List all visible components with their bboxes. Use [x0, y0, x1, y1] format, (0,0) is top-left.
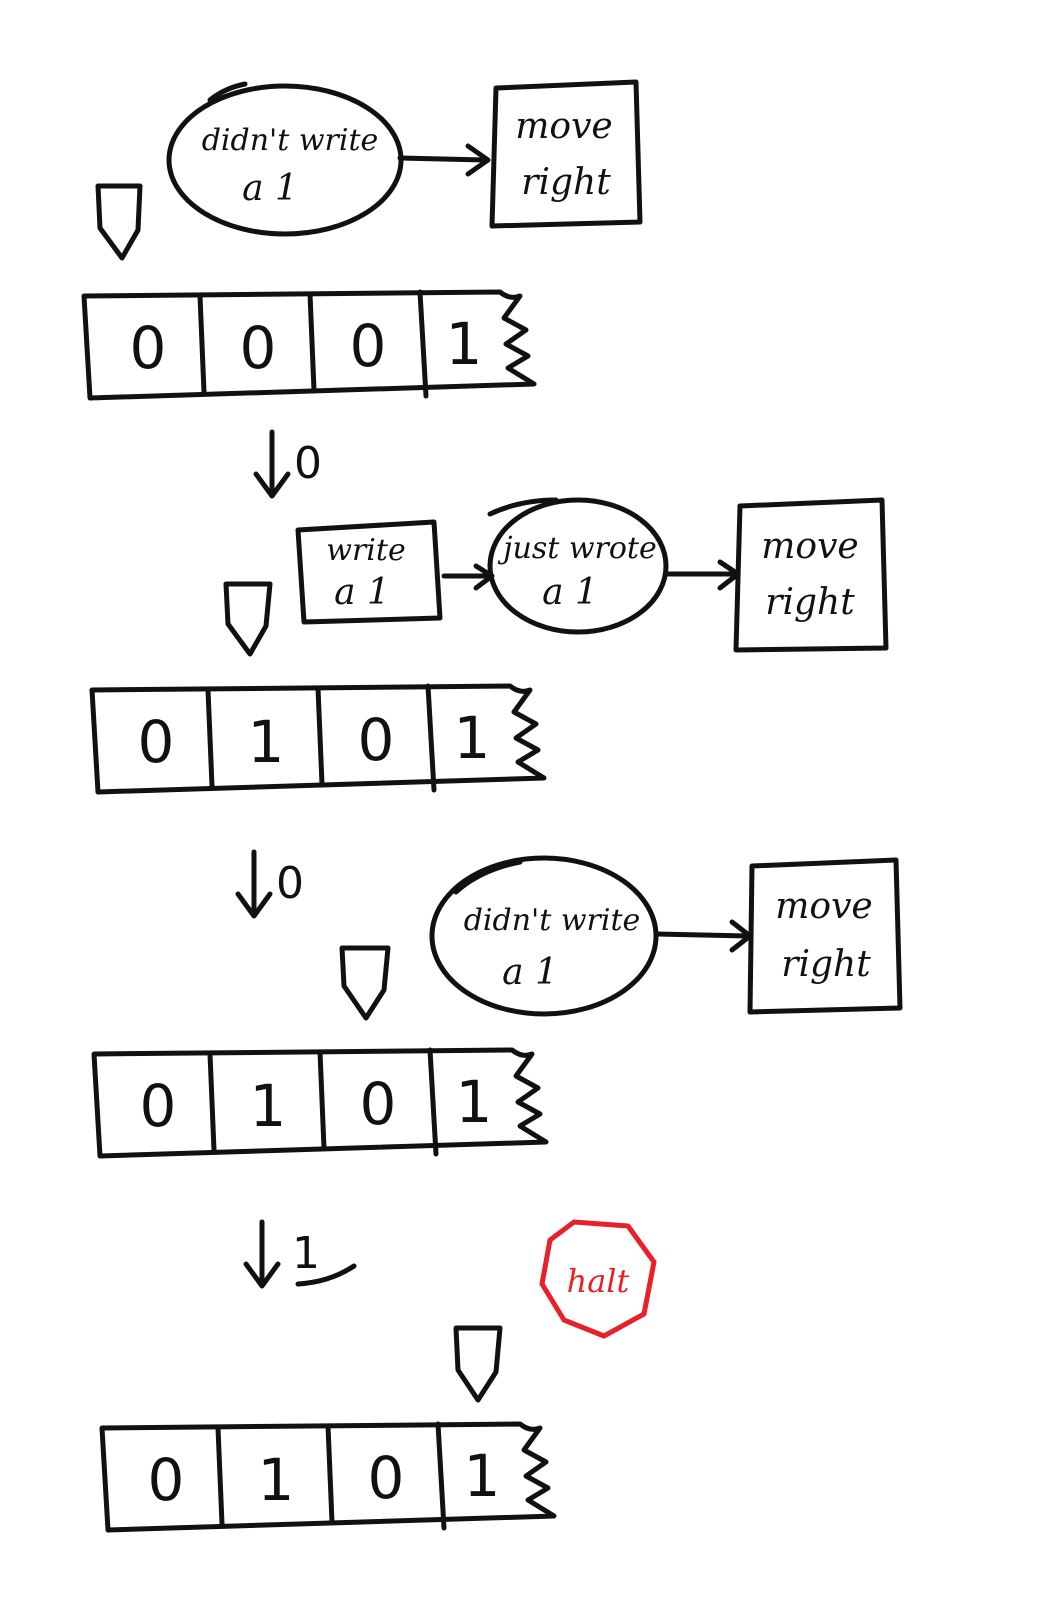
cell-divider [435, 1421, 447, 1531]
state-ellipse-label-line2: a 1 [502, 952, 558, 993]
tape-cell: 0 [148, 1446, 185, 1514]
cell-divider [417, 289, 429, 399]
read-step-3: 1 [243, 1219, 357, 1289]
tape-head-1 [95, 183, 143, 261]
state-ellipse-just-wrote [487, 497, 669, 635]
state-ellipse-label-line2: a 1 [542, 572, 598, 613]
transition-arrow [653, 931, 751, 939]
action-box-label-line2: a 1 [334, 572, 390, 613]
tape-cell: 0 [360, 1070, 397, 1138]
halt-octagon-icon [539, 1219, 657, 1339]
tape-cell: 0 [130, 314, 167, 382]
cell-divider [427, 1047, 439, 1157]
tape-outline [91, 1047, 549, 1159]
tape-cell: 1 [446, 310, 483, 378]
down-arrow-head [235, 891, 273, 919]
cell-divider [197, 293, 207, 395]
tape-cell: 1 [248, 708, 285, 776]
tape-head-4 [453, 1325, 503, 1403]
read-step-1: 0 [253, 429, 322, 499]
tape-cell: 1 [464, 1442, 501, 1510]
cell-divider [307, 291, 317, 393]
state-ellipse-label-line1: didn't write [202, 123, 379, 158]
cell-divider [215, 1425, 225, 1527]
tape-3: 0 1 0 1 [91, 1047, 549, 1159]
tape-outline [81, 289, 537, 401]
action-box-write-1 [295, 519, 443, 625]
state-ellipse-label-line1: just wrote [497, 531, 657, 566]
read-symbol-label: 0 [276, 858, 304, 909]
arrowhead [465, 143, 491, 177]
ellipse-stroke-overlap [453, 859, 523, 895]
tape-1: 0 0 0 1 [81, 289, 537, 401]
action-box-label-line1: move [761, 526, 858, 567]
tape-cell: 1 [258, 1446, 295, 1514]
state-ellipse-didnt-write [166, 83, 404, 237]
step-1-state-diagram: didn't write a 1 move right [166, 79, 643, 237]
tape-head-icon [223, 581, 273, 657]
tape-head-icon [95, 183, 143, 261]
tape-cell: 0 [240, 314, 277, 382]
tape-head-3 [339, 945, 391, 1021]
tape-2: 0 1 0 1 [89, 683, 547, 795]
state-ellipse-label-line1: didn't write [464, 903, 641, 938]
action-box-label-line1: move [515, 106, 612, 147]
halt-label: halt [567, 1262, 630, 1300]
state-ellipse-label-line2: a 1 [242, 168, 298, 209]
tape-cell: 0 [368, 1444, 405, 1512]
tape-head-2 [223, 581, 273, 657]
tape-cell: 0 [350, 312, 387, 380]
tape-head-icon [453, 1325, 503, 1403]
cell-divider [325, 1423, 335, 1525]
tape-cell: 0 [138, 708, 175, 776]
tape-cell: 0 [358, 706, 395, 774]
tape-head-icon [339, 945, 391, 1021]
tape-cell: 0 [140, 1072, 177, 1140]
action-box-label-line2: right [781, 944, 871, 985]
action-box-label-line1: move [775, 886, 872, 927]
step-3-state-diagram: didn't write a 1 move right [429, 855, 903, 1017]
read-step-2: 0 [235, 849, 304, 919]
tape-cell: 1 [456, 1068, 493, 1136]
ellipse-stroke-overlap [207, 81, 248, 103]
cell-divider [205, 687, 215, 789]
down-arrow-head [243, 1261, 281, 1289]
cell-divider [315, 685, 325, 787]
tape-outline [99, 1421, 557, 1533]
action-box-move-right [489, 79, 643, 229]
halt-sign: halt [539, 1219, 657, 1339]
cell-divider [425, 683, 437, 793]
step-2-state-diagram: write a 1 just wrote a 1 move right [295, 497, 889, 653]
action-box-move-right [733, 497, 889, 653]
transition-arrow [397, 155, 488, 163]
ellipse-stroke-overlap [487, 497, 559, 517]
action-box-move-right [747, 857, 903, 1015]
cell-divider [207, 1051, 217, 1153]
read-symbol-label: 0 [294, 438, 322, 489]
tape-4: 0 1 0 1 [99, 1421, 557, 1533]
action-box-label-line1: write [326, 533, 405, 568]
underline-stroke [295, 1263, 357, 1287]
action-box-label-line2: right [765, 582, 855, 623]
cell-divider [317, 1049, 327, 1151]
tape-cell: 1 [454, 704, 491, 772]
read-symbol-label: 1 [292, 1228, 320, 1279]
tape-outline [89, 683, 547, 795]
down-arrow-head [253, 471, 291, 499]
action-box-label-line2: right [521, 162, 611, 203]
tape-cell: 1 [250, 1072, 287, 1140]
